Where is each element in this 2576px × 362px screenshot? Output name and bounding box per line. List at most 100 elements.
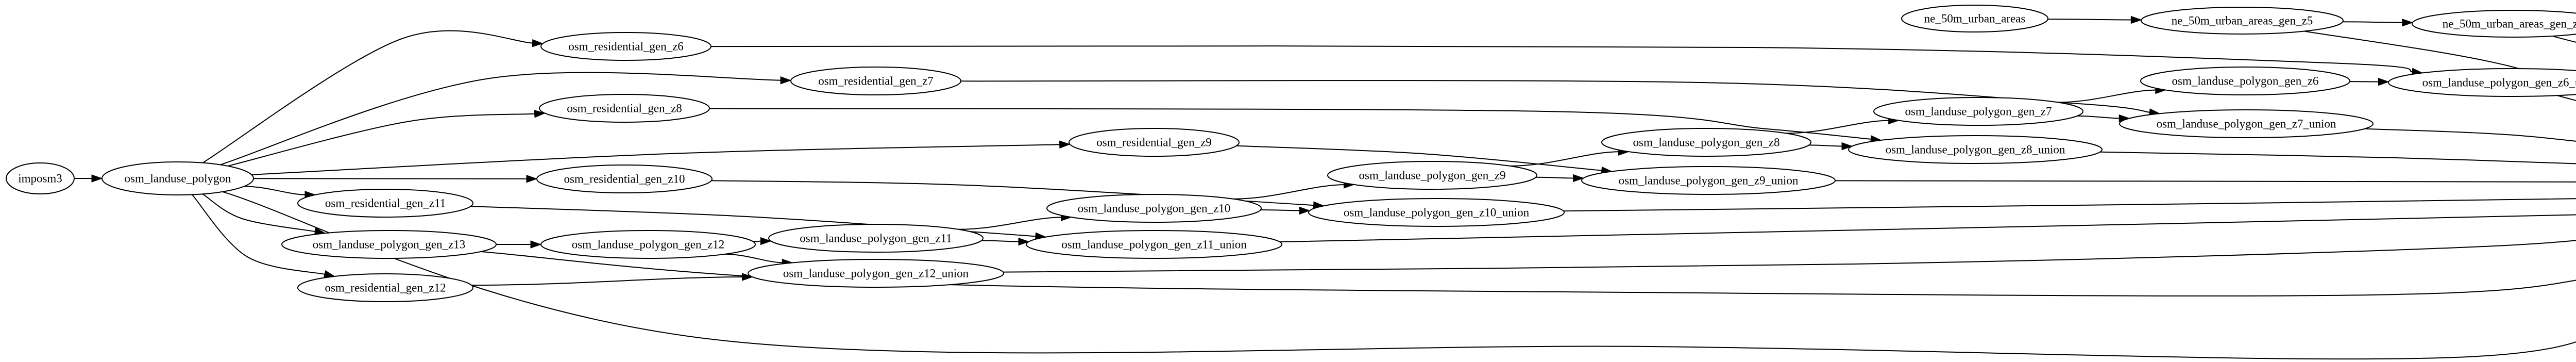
edge-spline xyxy=(1279,214,2576,243)
node-label: osm_landuse_polygon_gen_z11 xyxy=(800,232,952,245)
edge-spline xyxy=(1808,144,1844,147)
node-ellipse xyxy=(540,32,711,61)
edge-ne-50m-urban-areas-to-ne-50m-urban-areas-gen-z5 xyxy=(2047,15,2142,24)
edge-ne-50m-urban-areas-gen-z4-to-layer-landuse-z4 xyxy=(2552,35,2576,43)
edge-spline xyxy=(2077,115,2122,119)
node-ellipse xyxy=(6,162,75,194)
node-label: osm_landuse_polygon_gen_z8 xyxy=(1633,136,1780,149)
edge-osm-landuse-polygon-gen-z13-to-osm-landuse-polygon-gen-z12 xyxy=(496,240,542,249)
node-ellipse xyxy=(1308,198,1565,227)
edge-osm-landuse-polygon-to-osm-residential-gen-z6 xyxy=(202,30,544,163)
arrowhead-icon xyxy=(1059,140,1071,149)
edge-spline xyxy=(2343,21,2404,23)
node-osm-landuse-polygon-gen-z9-union: osm_landuse_polygon_gen_z9_union xyxy=(1581,166,1836,195)
node-ellipse xyxy=(101,161,254,195)
edge-spline xyxy=(202,30,535,163)
edge-spline xyxy=(253,178,529,179)
node-osm-landuse-polygon-gen-z11-union: osm_landuse_polygon_gen_z11_union xyxy=(1026,230,1282,259)
edge-spline xyxy=(2047,19,2133,21)
node-osm-landuse-polygon-gen-z9: osm_landuse_polygon_gen_z9 xyxy=(1327,161,1537,190)
node-ellipse xyxy=(2119,109,2374,138)
edge-ne-50m-urban-areas-gen-z5-to-ne-50m-urban-areas-gen-z4 xyxy=(2343,19,2414,27)
edge-spline xyxy=(1510,151,1621,167)
node-osm-landuse-polygon-gen-z11: osm_landuse_polygon_gen_z11 xyxy=(768,224,984,253)
node-label: osm_residential_gen_z8 xyxy=(567,102,682,115)
node-ellipse xyxy=(539,94,710,123)
node-label: osm_residential_gen_z10 xyxy=(564,173,685,186)
node-osm-landuse-polygon-gen-z8-union: osm_landuse_polygon_gen_z8_union xyxy=(1848,135,2103,164)
edge-spline xyxy=(724,253,785,264)
node-label: osm_landuse_polygon_gen_z12_union xyxy=(783,267,969,280)
node-imposm3: imposm3 xyxy=(6,162,75,194)
node-osm-residential-gen-z11: osm_residential_gen_z11 xyxy=(297,189,473,218)
edge-spline xyxy=(2552,35,2576,43)
node-label: osm_residential_gen_z9 xyxy=(1096,136,1212,149)
edge-osm-landuse-polygon-gen-z7-union-to-layer-landuse-z7 xyxy=(2364,128,2576,142)
edge-spline xyxy=(1003,240,2576,273)
edge-spline xyxy=(960,80,2152,113)
node-label: osm_landuse_polygon_gen_z10 xyxy=(1078,202,1230,215)
node-label: osm_landuse_polygon_gen_z13 xyxy=(313,238,465,251)
edge-osm-landuse-polygon-to-osm-residential-gen-z8 xyxy=(227,110,546,167)
edge-spline xyxy=(244,186,307,195)
node-label: osm_landuse_polygon_gen_z6 xyxy=(2172,75,2319,88)
node-osm-landuse-polygon: osm_landuse_polygon xyxy=(101,161,254,195)
edge-osm-landuse-polygon-to-osm-residential-gen-z11 xyxy=(244,186,316,199)
edge-spline xyxy=(202,193,317,233)
node-ellipse xyxy=(1873,97,2083,126)
node-ellipse xyxy=(1848,135,2103,164)
node-ellipse xyxy=(1581,166,1836,195)
node-ellipse xyxy=(1069,128,1240,157)
node-ellipse xyxy=(536,164,713,193)
node-ellipse xyxy=(1026,230,1282,259)
edge-spline xyxy=(1536,176,1575,179)
arrowhead-icon xyxy=(1299,206,1311,215)
node-osm-residential-gen-z7: osm_residential_gen_z7 xyxy=(790,67,961,95)
node-ellipse xyxy=(748,259,1004,288)
edge-ne-50m-urban-areas-gen-z5-to-layer-landuse-z5 xyxy=(2304,30,2576,88)
node-ellipse xyxy=(2141,7,2344,35)
arrowhead-icon xyxy=(526,175,538,183)
node-ne-50m-urban-areas-gen-z4: ne_50m_urban_areas_gen_z4 xyxy=(2412,10,2576,38)
node-label: osm_landuse_polygon_gen_z8_union xyxy=(1886,143,2065,156)
edge-osm-landuse-polygon-gen-z10-union-to-layer-landuse-z10 xyxy=(1563,198,2576,212)
edge-osm-landuse-polygon-to-layer-landuse-z14 xyxy=(222,191,2576,360)
node-label: osm_residential_gen_z6 xyxy=(568,40,684,53)
edge-osm-landuse-polygon-gen-z11-union-to-layer-landuse-z11 xyxy=(1279,214,2576,243)
node-osm-residential-gen-z10: osm_residential_gen_z10 xyxy=(536,164,713,193)
edge-osm-landuse-polygon-gen-z10-to-osm-landuse-polygon-gen-z9 xyxy=(1233,180,1355,200)
edge-osm-landuse-polygon-gen-z11-to-osm-landuse-polygon-gen-z10 xyxy=(958,213,1073,230)
edge-osm-landuse-polygon-gen-z6-union-to-layer-landuse-z6 xyxy=(2557,95,2576,101)
node-ellipse xyxy=(297,189,473,218)
edge-spline xyxy=(1236,145,1604,171)
edge-spline xyxy=(471,276,744,286)
node-ellipse xyxy=(540,230,756,259)
node-label: imposm3 xyxy=(18,172,62,185)
node-ne-50m-urban-areas: ne_50m_urban_areas xyxy=(1901,5,2048,32)
edge-osm-landuse-polygon-gen-z12-union-to-layer-landuse-z12 xyxy=(1003,240,2576,273)
arrowhead-icon xyxy=(2402,19,2414,27)
arrowhead-icon xyxy=(530,240,542,249)
edge-spline xyxy=(192,194,327,275)
node-label: osm_landuse_polygon_gen_z6_union xyxy=(2422,76,2576,89)
node-ellipse xyxy=(2388,68,2576,97)
node-osm-landuse-polygon-gen-z8: osm_landuse_polygon_gen_z8 xyxy=(1601,128,1811,157)
edge-osm-residential-gen-z6-to-osm-landuse-polygon-gen-z6-union xyxy=(710,45,2424,76)
arrowhead-icon xyxy=(2130,15,2142,24)
node-label: osm_landuse_polygon_gen_z10_union xyxy=(1344,206,1530,219)
node-osm-residential-gen-z6: osm_residential_gen_z6 xyxy=(540,32,711,61)
node-label: osm_landuse_polygon_gen_z7_union xyxy=(2157,118,2336,130)
edge-osm-landuse-polygon-gen-z9-to-osm-landuse-polygon-gen-z9-union xyxy=(1536,174,1584,183)
edge-spline xyxy=(2364,128,2576,142)
node-label: osm_landuse_polygon_gen_z9 xyxy=(1359,169,1506,182)
edge-imposm3-to-osm-landuse-polygon xyxy=(74,174,103,183)
edge-spline xyxy=(2058,89,2158,103)
node-ellipse xyxy=(790,67,961,95)
edge-osm-landuse-polygon-to-osm-residential-gen-z10 xyxy=(253,175,538,183)
edge-osm-residential-gen-z12-to-osm-landuse-polygon-gen-z12-union xyxy=(471,273,754,286)
edge-spline xyxy=(1563,198,2576,212)
node-osm-landuse-polygon-gen-z6-union: osm_landuse_polygon_gen_z6_union xyxy=(2388,68,2576,97)
arrowhead-icon xyxy=(760,237,772,245)
